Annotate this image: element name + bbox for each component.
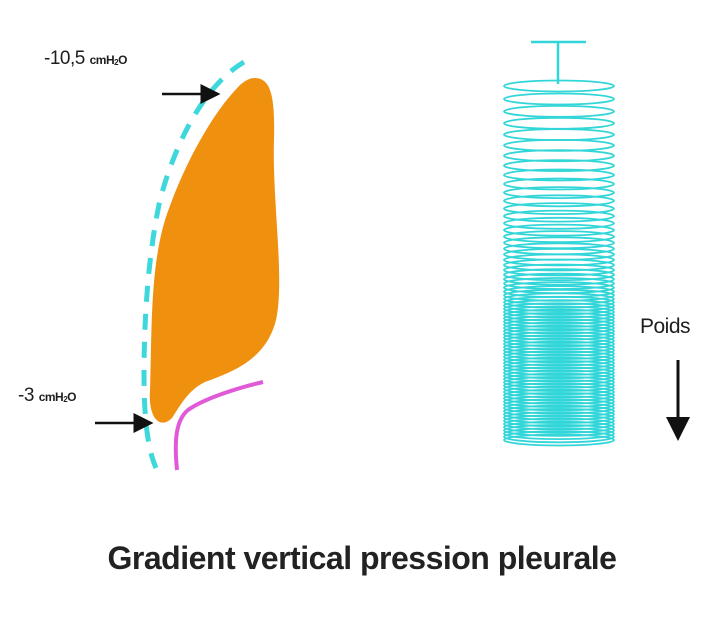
top-pressure-value: -10,5	[44, 48, 85, 69]
lung-shape	[149, 78, 280, 423]
spring-coil-ring	[503, 315, 615, 329]
spring-coil-ring	[503, 343, 615, 357]
spring-coil-ring	[503, 105, 615, 118]
spring-coil-ring	[503, 202, 615, 216]
spring-coil-ring	[503, 388, 615, 402]
spring-coil-ring	[503, 186, 615, 200]
spring-coil-ring	[503, 411, 615, 425]
spring-coil-ring	[503, 337, 615, 351]
spring-coil-ring	[503, 356, 615, 370]
spring-coil-ring	[503, 433, 615, 447]
spring-coil-ring	[503, 168, 615, 182]
spring-coil-ring	[503, 382, 615, 396]
spring-coil-ring	[503, 311, 615, 325]
diagram-title: Gradient vertical pression pleurale	[107, 540, 617, 576]
spring-coil-ring	[503, 420, 615, 434]
spring-coil-ring	[503, 268, 615, 282]
pressure-unit: cmH2O	[38, 390, 77, 404]
spring-coil-ring	[503, 334, 615, 348]
spring-coil-ring	[503, 216, 615, 230]
spring-coil-ring	[503, 331, 615, 345]
spring-coil-ring	[503, 327, 615, 341]
spring-coil-ring	[503, 263, 615, 277]
spring-coil-ring	[503, 398, 615, 412]
weight-label: Poids	[640, 315, 691, 338]
bottom-pressure-label: -3 cmH2O	[18, 385, 76, 407]
spring-coil-ring	[503, 427, 615, 441]
spring-coil-ring	[503, 350, 615, 364]
spring-coil-ring	[503, 404, 615, 418]
spring-coil-ring	[503, 292, 615, 306]
pleura-dashed-outline	[141, 59, 246, 470]
spring-coil-ring	[503, 258, 615, 272]
spring-coil-ring	[503, 379, 615, 393]
spring-coil-ring	[503, 385, 615, 399]
spring-coil	[503, 40, 615, 447]
spring-coil-ring	[503, 414, 615, 428]
spring-coil-ring	[503, 302, 615, 316]
spring-coil-ring	[503, 79, 615, 93]
spring-coil-ring	[503, 149, 615, 163]
spring-coil-ring	[503, 159, 615, 173]
spring-coil-ring	[503, 423, 615, 437]
spring-coil-ring	[503, 417, 615, 431]
spring-coil-ring	[503, 295, 615, 309]
spring-coil-ring	[503, 359, 615, 373]
spring-coil-ring	[503, 369, 615, 383]
top-pressure-label: -10,5 cmH2O	[44, 48, 127, 70]
spring-coil-ring	[503, 318, 615, 332]
spring-coil-ring	[503, 194, 615, 208]
diaphragm-line	[173, 380, 264, 471]
pressure-unit: cmH2O	[89, 53, 128, 67]
spring-coil-ring	[503, 272, 615, 286]
spring-coil-ring	[503, 372, 615, 386]
spring-coil-ring	[503, 116, 615, 130]
spring-coil-ring	[503, 363, 615, 377]
spring-coil-ring	[503, 366, 615, 380]
spring-coil-ring	[503, 230, 615, 244]
spring-coil-ring	[503, 391, 615, 405]
spring-coil-ring	[503, 347, 615, 361]
spring-coil-ring	[503, 401, 615, 415]
spring-coil-ring	[503, 128, 615, 142]
spring-coil-ring	[503, 308, 615, 322]
spring-coil-ring	[503, 430, 615, 444]
spring-coil-ring	[503, 407, 615, 421]
spring-coil-ring	[503, 375, 615, 389]
spring-coil-ring	[503, 299, 615, 313]
bottom-pressure-value: -3	[18, 385, 34, 406]
spring-coil-ring	[503, 138, 615, 152]
spring-coil-ring	[503, 353, 615, 367]
spring-coil-ring	[503, 92, 615, 106]
spring-coil-ring	[503, 321, 615, 335]
spring-coil-ring	[503, 340, 615, 354]
spring-coil-ring	[503, 177, 615, 191]
spring-coil-ring	[503, 324, 615, 338]
spring-coil-ring	[503, 223, 615, 237]
spring-coil-ring	[503, 209, 615, 223]
spring-coil-ring	[503, 395, 615, 409]
spring-coil-ring	[503, 305, 615, 319]
